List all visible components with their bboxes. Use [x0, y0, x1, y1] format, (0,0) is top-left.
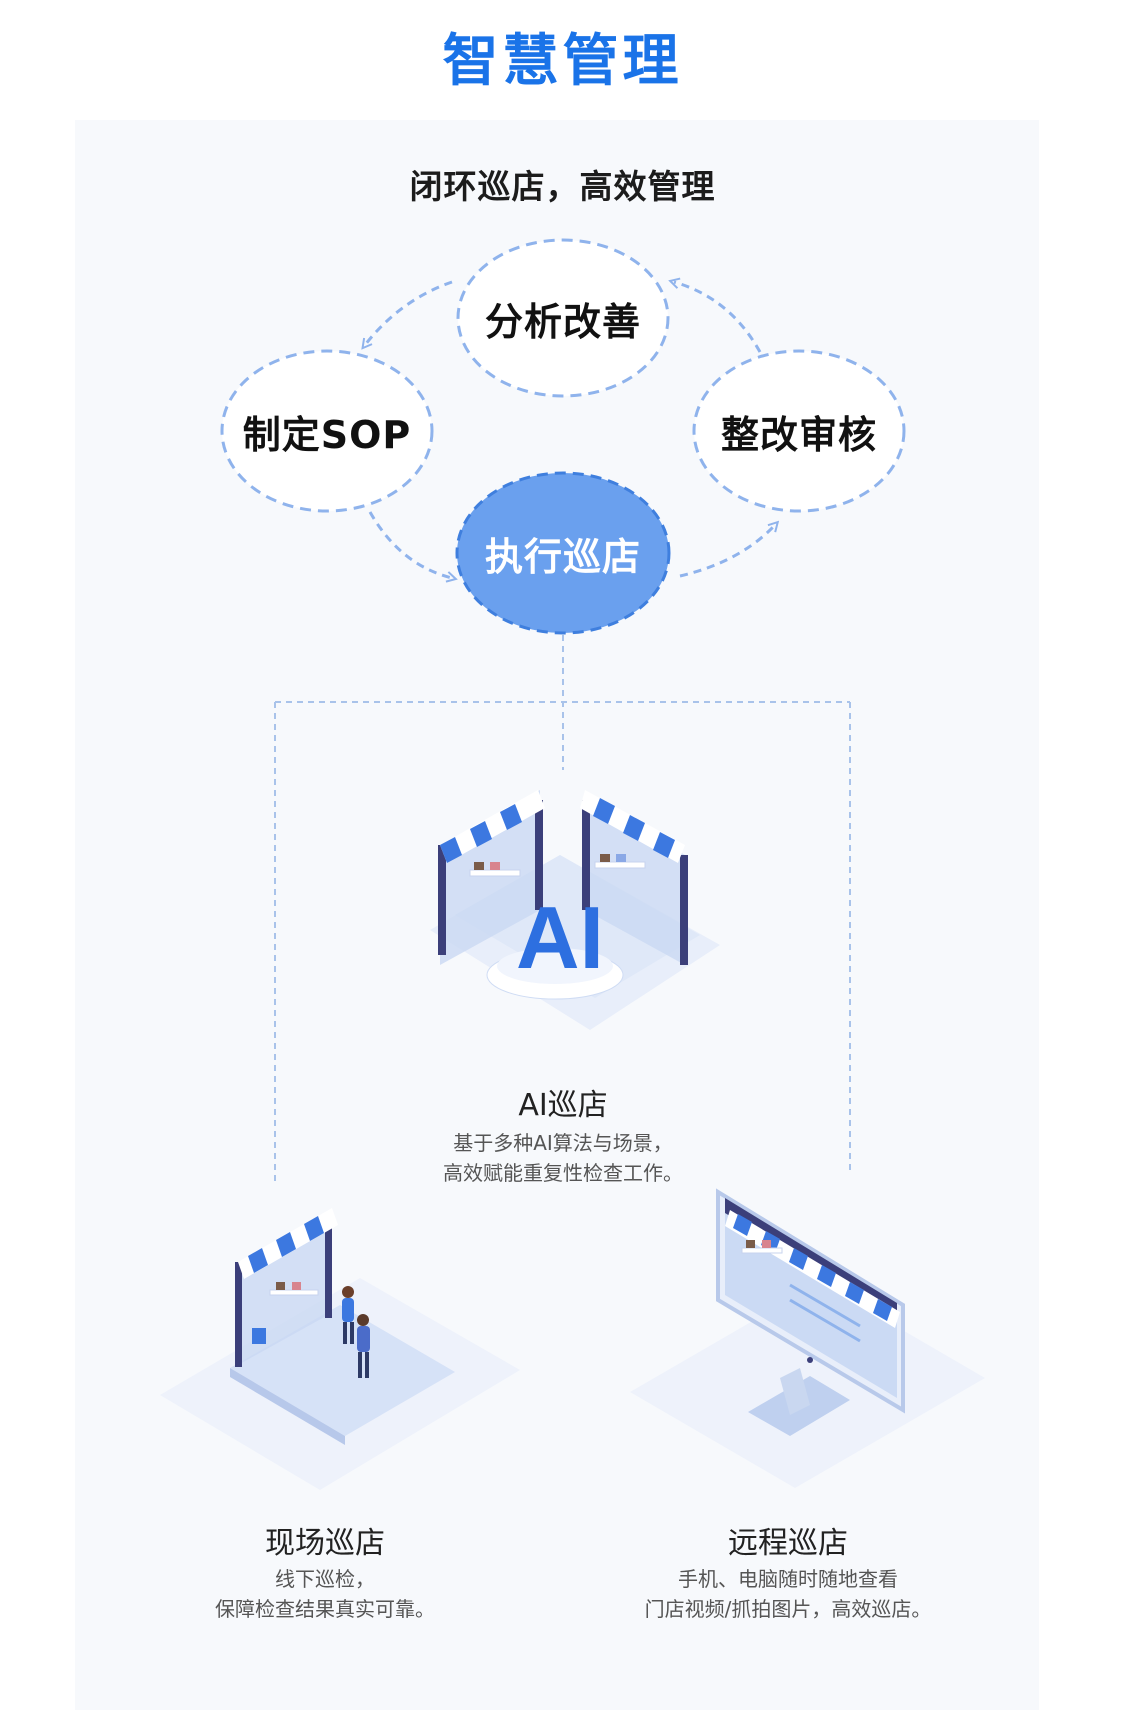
cycle-circle-analyze: [456, 238, 670, 398]
scene-ai-desc-line2: 高效赋能重复性检查工作。: [443, 1161, 683, 1185]
cycle-circle-define: [220, 349, 434, 513]
page-title: 智慧管理: [442, 29, 683, 94]
ai-badge: AI: [516, 888, 604, 987]
scene-onsite-title: 现场巡店: [265, 1526, 385, 1561]
arrow-execute-to-rectify: [679, 525, 775, 578]
scene-remote-desc-line2: 门店视频/抓拍图片，高效巡店。: [644, 1597, 932, 1621]
scene-ai-desc-line1: 基于多种AI算法与场景，: [453, 1131, 673, 1155]
tree-connector: [274, 635, 851, 1185]
ai-store-illustration: AI: [430, 790, 720, 1030]
arrow-rectify-to-analyze: [674, 282, 762, 353]
cycle-circle-rectify: [692, 349, 906, 513]
scene-remote-title: 远程巡店: [728, 1526, 848, 1561]
arrow-analyze-to-define: [365, 280, 453, 345]
panel-subtitle: 闭环巡店，高效管理: [409, 167, 716, 206]
cycle-node-execute: 执行巡店: [484, 534, 641, 579]
cycle-circle-execute: [455, 471, 671, 635]
scene-ai-title: AI巡店: [518, 1088, 608, 1123]
arrow-define-to-execute: [368, 511, 452, 578]
scene-onsite-desc-line2: 保障检查结果真实可靠。: [215, 1597, 435, 1621]
scene-remote-desc-line1: 手机、电脑随时随地查看: [678, 1567, 898, 1591]
cycle-node-analyze: 分析改善: [484, 299, 641, 344]
cycle-node-define: 制定SOP: [242, 412, 412, 457]
scene-onsite-desc-line1: 线下巡检，: [275, 1567, 375, 1591]
onsite-store-illustration: [160, 1208, 520, 1490]
cycle-node-rectify: 整改审核: [720, 412, 877, 457]
remote-monitor-illustration: [630, 1188, 985, 1488]
